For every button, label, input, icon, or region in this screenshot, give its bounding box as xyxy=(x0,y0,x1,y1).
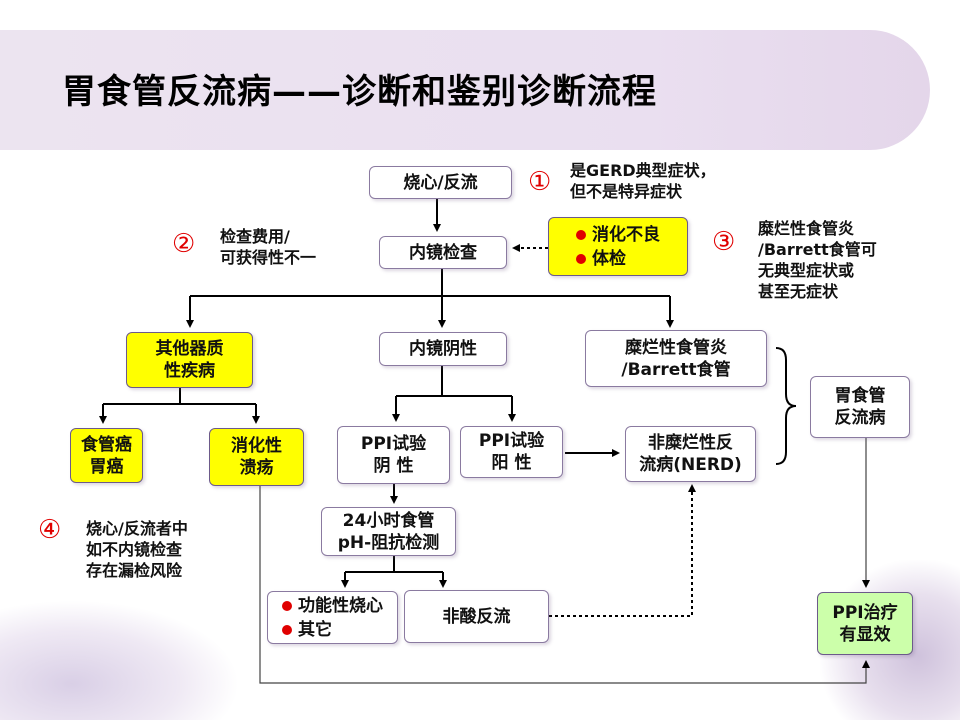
bullet-dot xyxy=(282,600,292,611)
node-endoscopy: 内镜检查 xyxy=(379,236,507,269)
node-gerd: 胃食管 反流病 xyxy=(810,376,910,438)
node-nonacid: 非酸反流 xyxy=(404,590,549,643)
node-nerd: 非糜烂性反 流病(NERD) xyxy=(625,426,756,482)
node-other-organic: 其他器质 性疾病 xyxy=(126,332,253,388)
note-3-text: 糜烂性食管炎 /Barrett食管可 无典型症状或 甚至无症状 xyxy=(758,219,877,301)
note-1-text: 是GERD典型症状， 但不是特异症状 xyxy=(570,161,716,201)
bullet-text-dyspepsia: 消化不良 xyxy=(592,224,660,245)
bullet-dot xyxy=(576,253,586,264)
bullet-physical-exam: 体检 xyxy=(576,248,626,270)
note-4-text: 烧心/反流者中 如不内镜检查 存在漏检风险 xyxy=(86,519,188,580)
page-title: 胃食管反流病——诊断和鉴别诊断流程 xyxy=(62,72,657,112)
note-3-number: ③ xyxy=(712,227,736,257)
bullet-dot xyxy=(576,229,586,240)
header-band xyxy=(0,30,930,150)
bullet-list: 功能性烧心 其它 xyxy=(282,595,383,641)
node-endo-negative: 内镜阴性 xyxy=(379,332,507,366)
brace xyxy=(775,347,797,465)
edge-ulcer-ppi xyxy=(259,486,870,684)
bullet-dot xyxy=(282,624,292,635)
node-ppi-positive: PPI试验 阳 性 xyxy=(460,426,563,478)
node-dyspepsia-exam: 消化不良 体检 xyxy=(548,217,688,276)
note-1-number: ① xyxy=(528,167,552,197)
bullet-text-functional: 功能性烧心 xyxy=(298,595,383,616)
note-4-number: ④ xyxy=(38,515,62,545)
node-erosive: 糜烂性食管炎 /Barrett食管 xyxy=(585,330,767,387)
note-2-text: 检查费用/ 可获得性不一 xyxy=(220,227,317,267)
node-ppi-effective: PPI治疗 有显效 xyxy=(817,592,913,655)
node-ppi-negative: PPI试验 阴 性 xyxy=(337,426,450,484)
bullet-text-others: 其它 xyxy=(298,619,332,640)
node-heartburn: 烧心/反流 xyxy=(369,166,512,199)
decoration-left xyxy=(0,600,240,720)
node-functional-others: 功能性烧心 其它 xyxy=(267,591,398,644)
bullet-others: 其它 xyxy=(282,619,332,641)
bullet-dyspepsia: 消化不良 xyxy=(576,224,660,246)
node-cancer: 食管癌 胃癌 xyxy=(70,428,143,483)
bullet-text-physical-exam: 体检 xyxy=(592,248,626,269)
edge-nonacid-nerd xyxy=(549,484,696,617)
node-ph-test: 24小时食管 pH-阻抗检测 xyxy=(321,507,456,556)
bullet-list: 消化不良 体检 xyxy=(576,224,660,270)
bullet-functional: 功能性烧心 xyxy=(282,595,383,617)
note-2-number: ② xyxy=(172,229,196,259)
node-ulcer: 消化性 溃疡 xyxy=(209,428,304,486)
